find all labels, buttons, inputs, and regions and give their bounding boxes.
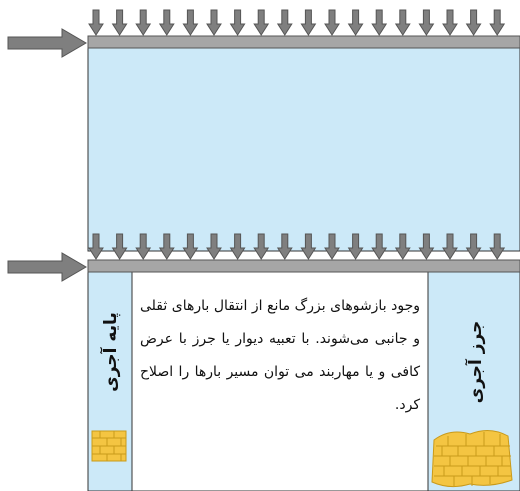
gravity-load-top-arrow xyxy=(253,9,270,36)
gravity-load-middle-arrow xyxy=(253,233,270,260)
gravity-load-top-arrow xyxy=(442,9,458,36)
gravity-load-middle-arrow xyxy=(324,233,340,260)
gravity-load-middle-arrow xyxy=(418,233,435,260)
gravity-load-middle-arrow xyxy=(276,233,293,260)
gravity-load-middle-arrow xyxy=(371,233,388,260)
gravity-load-middle-arrow xyxy=(347,233,364,260)
gravity-load-top-arrow xyxy=(135,9,152,36)
gravity-load-middle-arrow xyxy=(394,233,411,260)
gravity-load-top-arrow xyxy=(465,9,482,36)
gravity-load-top-arrow xyxy=(418,9,435,36)
lateral-load-arrow-middle xyxy=(7,252,87,282)
wall-label: جرز آجری xyxy=(464,321,486,404)
gravity-load-top-arrow xyxy=(111,9,128,36)
gravity-load-top-arrow xyxy=(229,9,246,36)
gravity-load-arrows-middle xyxy=(88,233,506,260)
pier-label: پایه آجری xyxy=(99,312,121,392)
top-beam xyxy=(87,35,520,49)
brick-texture-wall xyxy=(431,430,513,488)
gravity-load-top-arrow xyxy=(394,9,411,36)
lateral-load-arrow-top xyxy=(7,28,87,58)
gravity-load-top-arrow xyxy=(158,9,175,36)
gravity-load-top-arrow xyxy=(182,9,199,36)
gravity-load-top-arrow xyxy=(489,9,506,36)
gravity-load-middle-arrow xyxy=(111,233,128,260)
gravity-load-middle-arrow xyxy=(182,233,199,260)
gravity-load-top-arrow xyxy=(300,9,317,36)
gravity-load-top-arrow xyxy=(206,9,222,36)
explanation-text: وجود بازشوهای بزرگ مانع از انتقال بارهای… xyxy=(140,298,420,413)
gravity-load-top-arrow xyxy=(324,9,340,36)
gravity-load-middle-arrow xyxy=(88,233,104,260)
gravity-load-middle-arrow xyxy=(300,233,317,260)
gravity-load-middle-arrow xyxy=(489,233,506,260)
gravity-load-top-arrow xyxy=(276,9,293,36)
gravity-load-arrows-top xyxy=(88,9,506,36)
gravity-load-top-arrow xyxy=(371,9,388,36)
gravity-load-middle-arrow xyxy=(206,233,222,260)
gravity-load-middle-arrow xyxy=(465,233,482,260)
opening xyxy=(131,271,429,491)
middle-beam xyxy=(87,259,520,273)
gravity-load-middle-arrow xyxy=(229,233,246,260)
gravity-load-top-arrow xyxy=(88,9,104,36)
upper-wall-panel xyxy=(87,47,520,252)
gravity-load-top-arrow xyxy=(347,9,364,36)
gravity-load-middle-arrow xyxy=(442,233,458,260)
gravity-load-middle-arrow xyxy=(158,233,175,260)
brick-texture-pier xyxy=(91,430,127,462)
gravity-load-middle-arrow xyxy=(135,233,152,260)
